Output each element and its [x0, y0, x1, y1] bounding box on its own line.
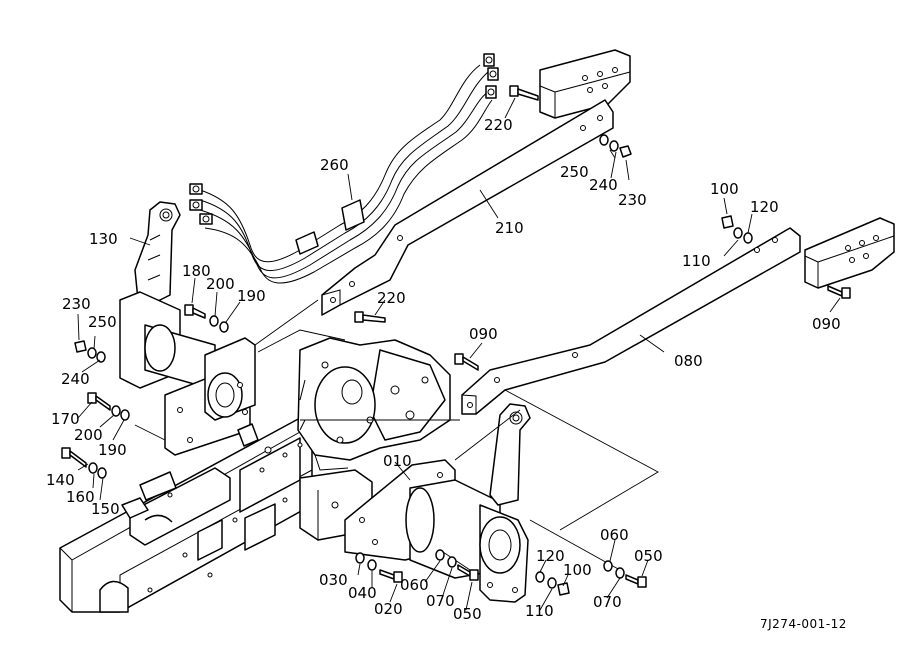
callout-260: 260: [320, 156, 349, 174]
lift-arm-right: [344, 403, 531, 603]
callout-090-left: 090: [469, 325, 498, 343]
callout-190-upper: 190: [237, 287, 266, 305]
callout-120-lower: 120: [536, 547, 565, 565]
callout-110-upper: 110: [682, 252, 711, 270]
callout-250-left: 250: [88, 313, 117, 331]
hydraulic-pipes: [189, 53, 499, 284]
callout-180: 180: [182, 262, 211, 280]
valve-body: [297, 337, 451, 471]
bracket-upper: [539, 49, 631, 119]
callout-110-lower: 110: [525, 602, 554, 620]
callout-100-upper: 100: [710, 180, 739, 198]
callout-230-left: 230: [62, 295, 91, 313]
callout-070-center: 070: [426, 592, 455, 610]
callout-240-left: 240: [61, 370, 90, 388]
callout-030: 030: [319, 571, 348, 589]
bracket-lower: [804, 217, 895, 289]
callout-060-center: 060: [400, 576, 429, 594]
callout-labels: 130 260 210 220 250 240 230 220 180 200 …: [46, 116, 841, 623]
bar-210: [321, 99, 614, 316]
leader-lines: [77, 97, 841, 611]
callout-210: 210: [495, 219, 524, 237]
callout-140: 140: [46, 471, 75, 489]
callout-050-center: 050: [453, 605, 482, 623]
assembly-lines: [134, 299, 659, 571]
diagram-reference-code: 7J274-001-12: [760, 617, 847, 631]
lift-arm-130: [119, 201, 259, 456]
callout-250-top: 250: [560, 163, 589, 181]
callout-090-right: 090: [812, 315, 841, 333]
callout-080: 080: [674, 352, 703, 370]
fasteners: [61, 85, 851, 596]
callout-020: 020: [374, 600, 403, 618]
callout-060-right: 060: [600, 526, 629, 544]
callout-010: 010: [383, 452, 412, 470]
callout-220-top: 220: [484, 116, 513, 134]
bar-080: [461, 227, 801, 415]
callout-200-lower: 200: [74, 426, 103, 444]
callout-040: 040: [348, 584, 377, 602]
callout-230-top: 230: [618, 191, 647, 209]
callout-130: 130: [89, 230, 118, 248]
callout-120-upper: 120: [750, 198, 779, 216]
callout-220-lower: 220: [377, 289, 406, 307]
callout-170: 170: [51, 410, 80, 428]
callout-070-right: 070: [593, 593, 622, 611]
callout-100-lower: 100: [563, 561, 592, 579]
callout-200-upper: 200: [206, 275, 235, 293]
tractor-frame: [59, 417, 373, 613]
callout-150: 150: [91, 500, 120, 518]
callout-190-lower: 190: [98, 441, 127, 459]
callout-240-top: 240: [589, 176, 618, 194]
callout-050-right: 050: [634, 547, 663, 565]
callout-160: 160: [66, 488, 95, 506]
